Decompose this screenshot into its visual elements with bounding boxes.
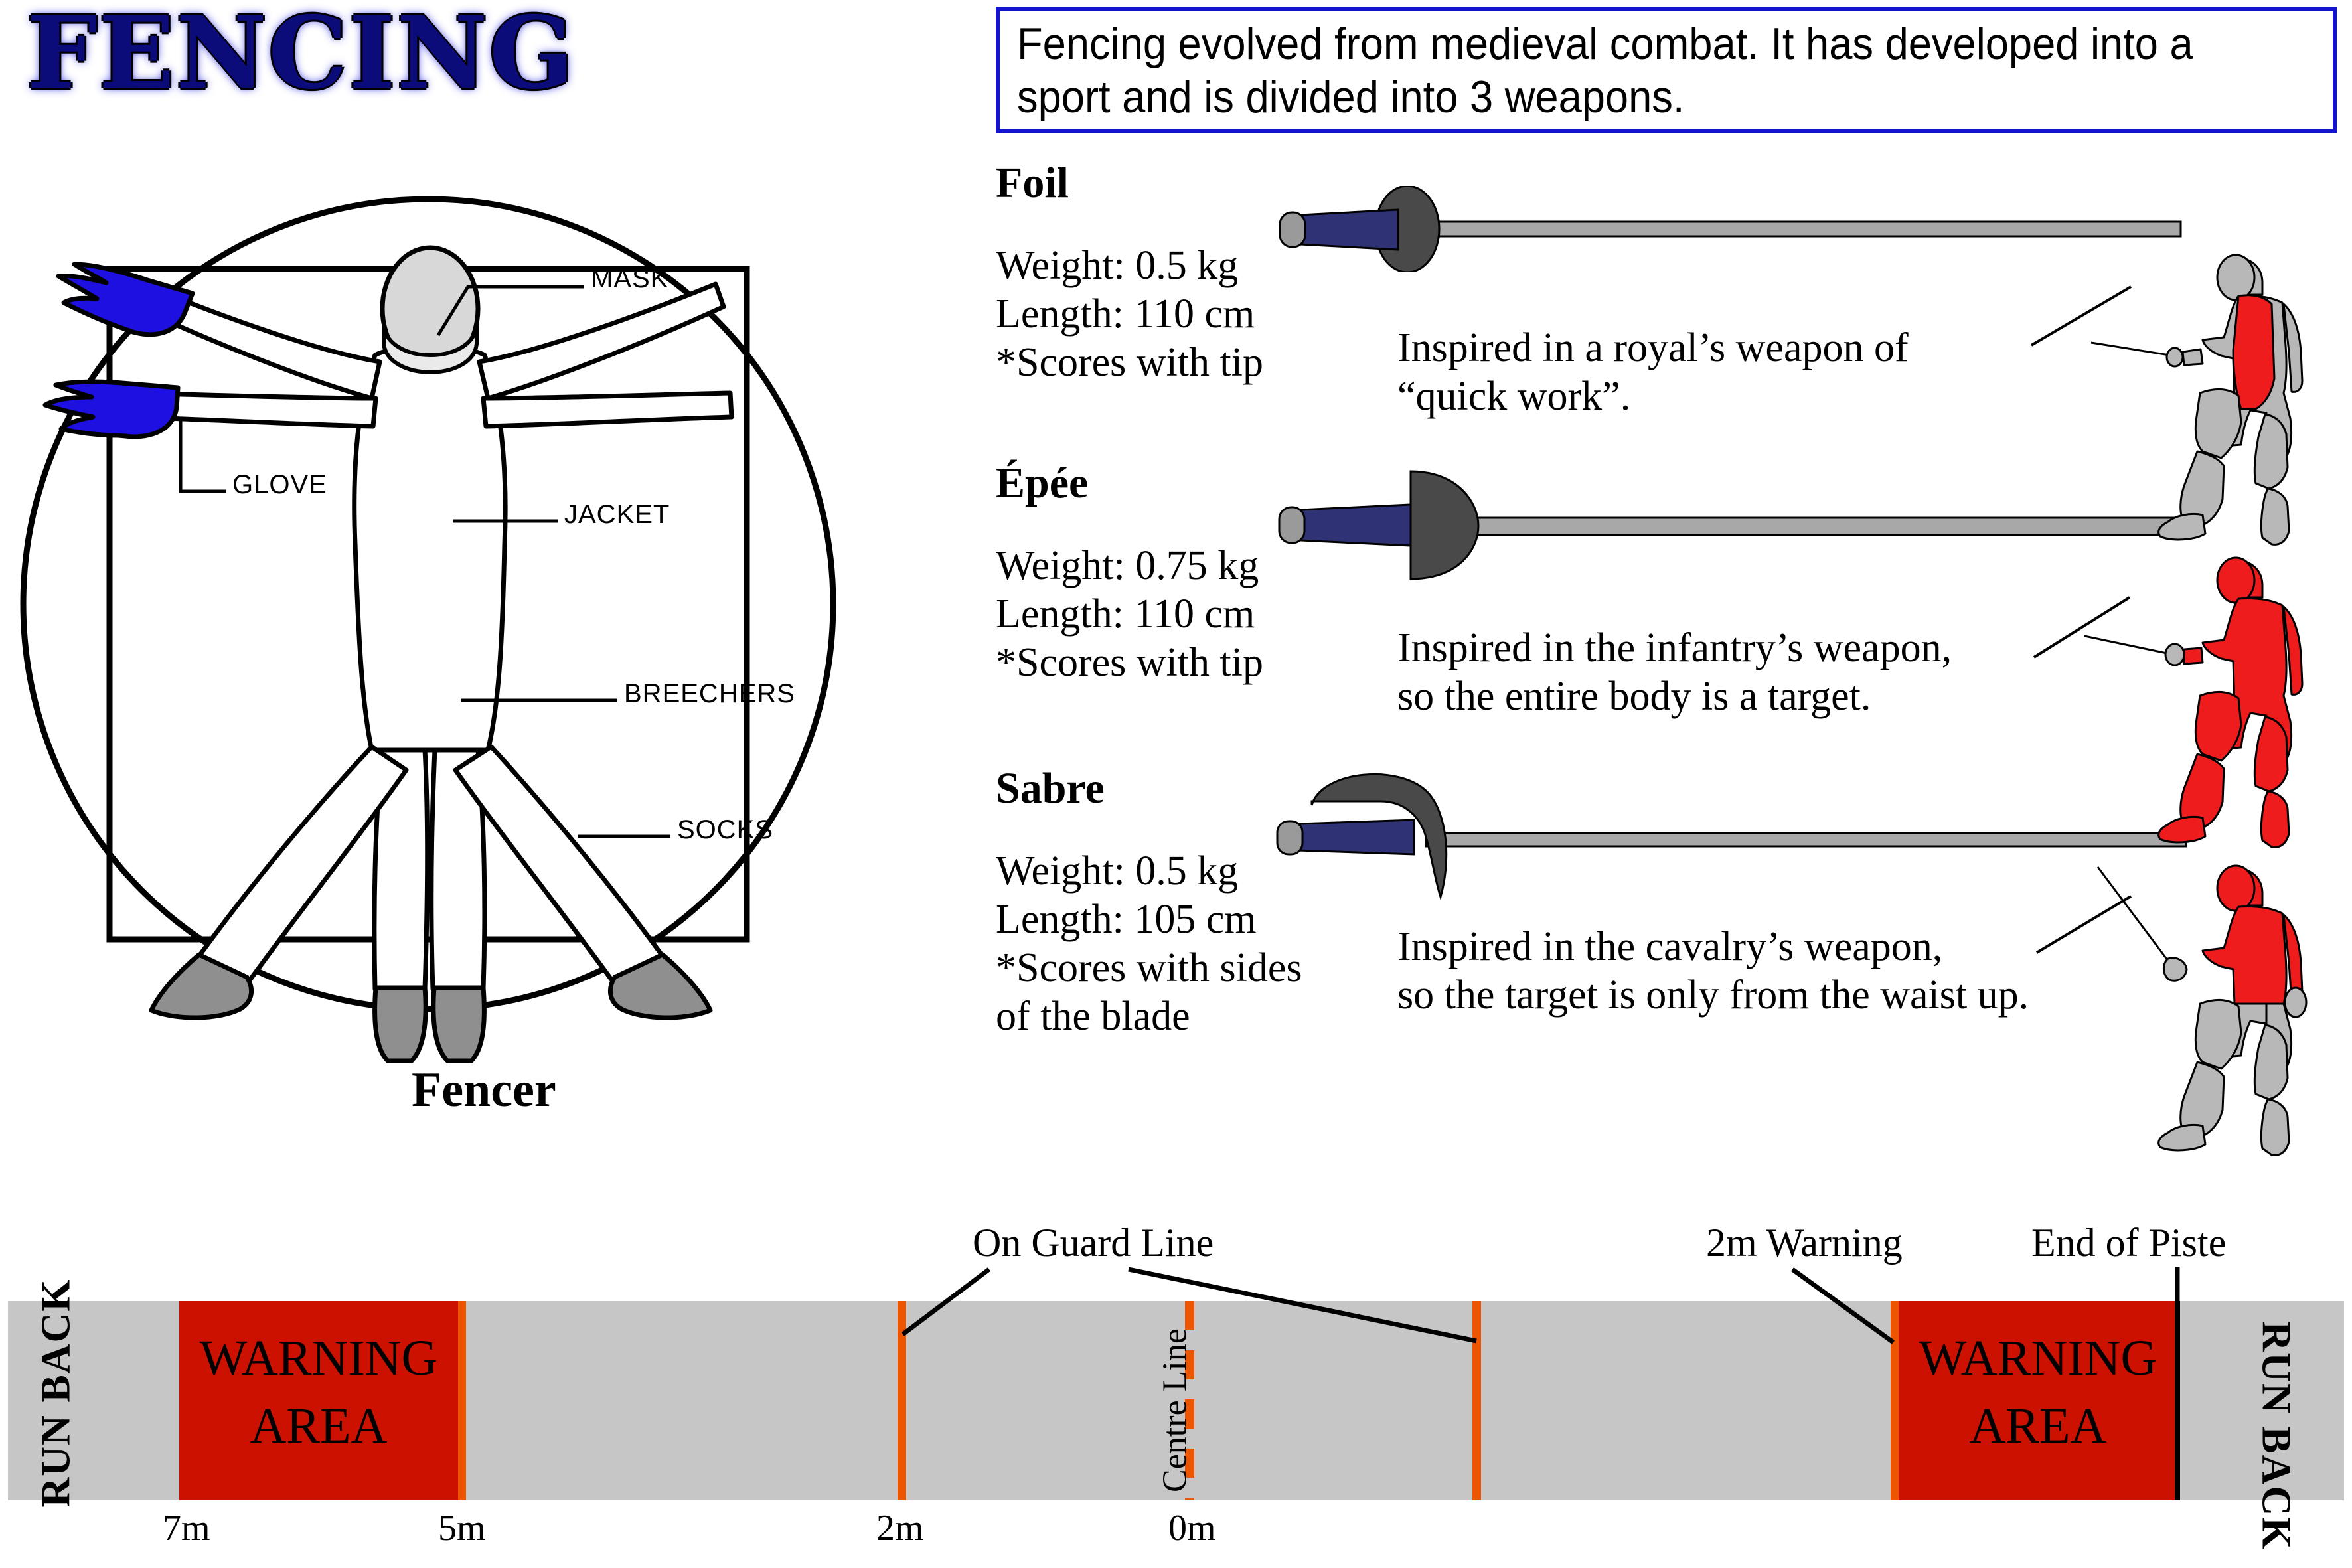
piste-diagram: WARNING AREA WARNING AREA RUN BACK RUN B… [0, 1221, 2352, 1568]
sock-inner-right [431, 985, 487, 1063]
arm-upper-right [477, 281, 726, 401]
end-of-piste-marker [2175, 1301, 2180, 1500]
epee-length: Length: 110 cm [996, 591, 1255, 637]
vitruvian-fencer-diagram: MASK GLOVE JACKET BREECHERS SOCKS [0, 133, 982, 1075]
glove-upper [56, 262, 195, 337]
callout-end-of-piste: End of Piste [2031, 1221, 2227, 1265]
measure-7m: 7m [163, 1508, 210, 1549]
epee-weight: Weight: 0.75 kg [996, 543, 1259, 588]
weapon-graphic-sabre [1248, 767, 2191, 916]
weapon-graphic-epee [1245, 465, 2187, 588]
callout-on-guard-line: On Guard Line [973, 1221, 1214, 1265]
epee-pommel [1278, 506, 1306, 544]
weapon-graphic-foil [1241, 185, 2184, 275]
leader-lines [179, 285, 670, 838]
intro-text: Fencing evolved from medieval combat. It… [1017, 19, 2193, 123]
fencer-diagram-caption: Fencer [412, 1063, 556, 1117]
weapon-to-figure-connectors [2030, 285, 2132, 954]
foil-weight: Weight: 0.5 kg [996, 243, 1239, 288]
glove-lower [42, 379, 181, 439]
epee-bell-guard [1409, 470, 1480, 580]
sabre-knuckle-bow [1310, 773, 1448, 901]
weapon-section-sabre: Sabre Weight: 0.5 kg Length: 105 cm *Sco… [996, 763, 1302, 1042]
marker-line-on-guard-right [1472, 1301, 1481, 1500]
sabre-description: Inspired in the cavalry’s weapon, so the… [1397, 924, 2029, 1018]
weapon-section-foil: Foil Weight: 0.5 kg Length: 110 cm *Scor… [996, 158, 1263, 387]
diagram-label-jacket: JACKET [564, 500, 670, 529]
vitruvian-circle [20, 196, 836, 1012]
mask-head [380, 245, 481, 374]
sabre-grip [1297, 819, 1415, 856]
arm-lower-right [481, 390, 734, 429]
foil-length: Length: 110 cm [996, 291, 1255, 337]
sabre-weight: Weight: 0.5 kg [996, 848, 1239, 894]
epee-grip [1299, 503, 1412, 547]
warning-area-right: WARNING AREA [1899, 1301, 2177, 1500]
sabre-length: Length: 105 cm [996, 897, 1257, 943]
diagram-label-glove: GLOVE [232, 470, 327, 499]
measure-0m: 0m [1168, 1508, 1216, 1549]
weapon-name-sabre: Sabre [996, 764, 1105, 813]
sock-left [149, 952, 254, 1020]
target-figure-foil [2090, 252, 2352, 554]
foil-pommel [1279, 211, 1306, 248]
measure-5m: 5m [438, 1508, 486, 1549]
jacket-torso [352, 344, 508, 753]
diagram-label-breechers: BREECHERS [624, 679, 795, 708]
marker-line-5m-right [1891, 1301, 1899, 1500]
page-title: FENCING [27, 0, 576, 112]
diagram-label-socks: SOCKS [677, 815, 774, 844]
epee-scoring: *Scores with tip [996, 640, 1263, 686]
measure-2m: 2m [876, 1508, 924, 1549]
sabre-scoring2: of the blade [996, 994, 1190, 1040]
weapon-name-epee: Épée [996, 459, 1089, 507]
epee-description: Inspired in the infantry’s weapon, so th… [1397, 625, 1952, 720]
weapon-section-epee: Épée Weight: 0.75 kg Length: 110 cm *Sco… [996, 458, 1263, 687]
foil-grip [1298, 208, 1399, 251]
piste-callout-lines [901, 1267, 2180, 1353]
warning-area-left: WARNING AREA [179, 1301, 458, 1500]
callout-2m-warning: 2m Warning [1706, 1221, 1903, 1265]
weapon-name-foil: Foil [996, 159, 1069, 207]
intro-callout-box: Fencing evolved from medieval combat. It… [996, 7, 2337, 133]
diagram-label-mask: MASK [591, 264, 669, 293]
target-figure-epee [2084, 556, 2352, 872]
foil-scoring: *Scores with tip [996, 340, 1263, 386]
sabre-scoring: *Scores with sides [996, 945, 1302, 991]
marker-line-5m-left [458, 1301, 466, 1500]
sabre-pommel [1276, 820, 1304, 856]
foil-description: Inspired in a royal’s weapon of “quick w… [1397, 325, 1909, 420]
marker-line-on-guard-left [898, 1301, 906, 1500]
sock-inner-left [372, 985, 428, 1063]
target-figure-sabre [2084, 862, 2352, 1190]
marker-line-centre [1185, 1301, 1194, 1500]
sock-right [607, 952, 713, 1020]
